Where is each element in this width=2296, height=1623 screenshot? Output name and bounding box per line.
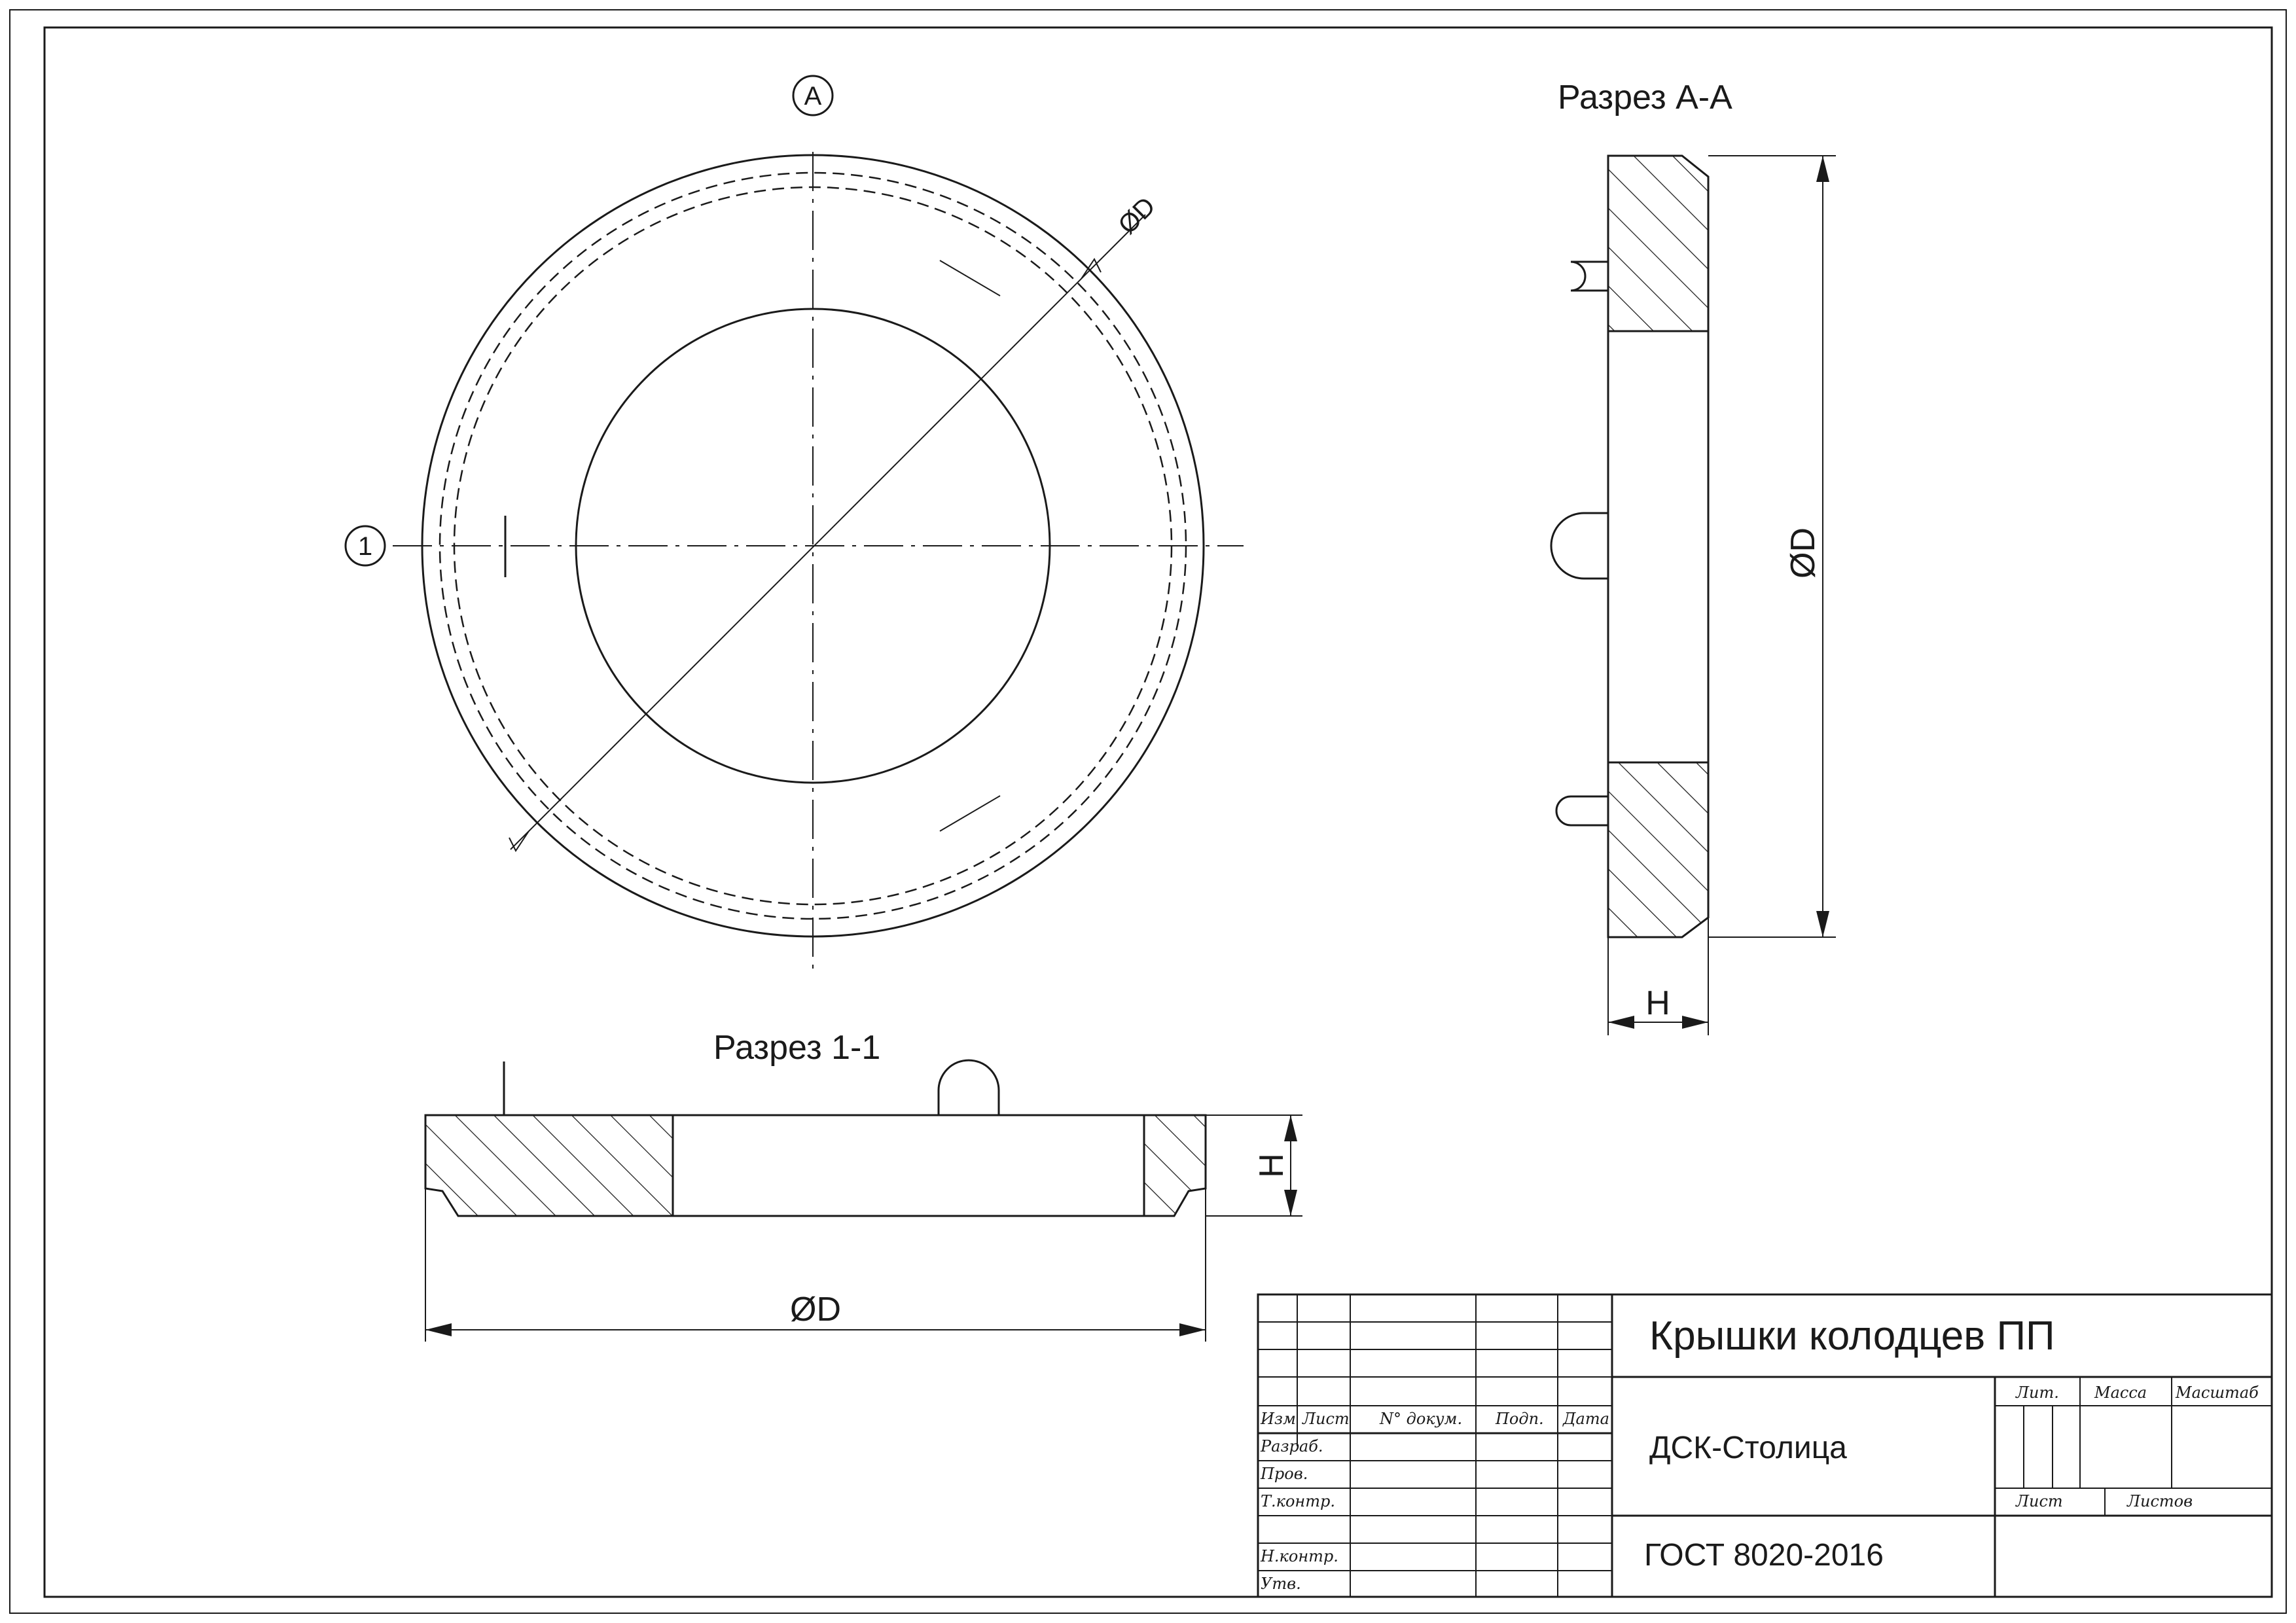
section-11-title: Разрез 1-1	[713, 1029, 880, 1067]
col-list: Лист	[1302, 1410, 1350, 1428]
row-razrab: Разраб.	[1260, 1437, 1323, 1455]
row-tkontr: Т.контр.	[1261, 1492, 1335, 1510]
s11-diameter-label: ØD	[790, 1291, 841, 1329]
row-nkontr: Н.контр.	[1260, 1547, 1338, 1565]
section-aa-title: Разрез А-А	[1558, 79, 1732, 116]
cut-mark-a-circle	[792, 75, 834, 116]
row-prov: Пров.	[1260, 1465, 1308, 1483]
diameter-dimension-line	[510, 214, 1146, 850]
label-scale: Масштаб	[2175, 1383, 2259, 1402]
col-sign: Подп.	[1495, 1410, 1544, 1428]
row-utv: Утв.	[1261, 1575, 1301, 1593]
cut-mark-1-circle	[344, 525, 386, 567]
product-name: Крышки колодцев ПП	[1649, 1313, 2055, 1359]
section-aa-view: Разрез А-А ØD H	[1550, 79, 1836, 1035]
s11-height-label: H	[1253, 1153, 1291, 1178]
aa-diameter-label: ØD	[1784, 527, 1822, 579]
col-izm: Изм	[1260, 1410, 1296, 1428]
standard-number: ГОСТ 8020-2016	[1644, 1538, 1884, 1573]
title-block: Крышки колодцев ПП ДСК-Столица ГОСТ 8020…	[1257, 1293, 2273, 1598]
col-doc: N° докум.	[1379, 1410, 1462, 1428]
cut-mark-a-label: А	[804, 82, 822, 111]
aa-height-label: H	[1645, 984, 1670, 1022]
sheet-border	[9, 9, 2287, 1614]
cut-mark-1-label: 1	[358, 532, 372, 561]
label-sheets: Листов	[2126, 1492, 2193, 1510]
label-mass: Масса	[2094, 1383, 2147, 1402]
drawing-frame	[43, 26, 2273, 1598]
plan-diameter-label: ØD	[1113, 192, 1161, 240]
plan-view: ØD 1 А	[344, 75, 1244, 976]
label-sheet: Лист	[2015, 1492, 2063, 1510]
label-lit: Лит.	[2015, 1383, 2059, 1402]
col-date: Дата	[1562, 1410, 1609, 1428]
section-11-view: Разрез 1-1 ØD H	[424, 1029, 1302, 1342]
company-name: ДСК-Столица	[1649, 1431, 1847, 1465]
